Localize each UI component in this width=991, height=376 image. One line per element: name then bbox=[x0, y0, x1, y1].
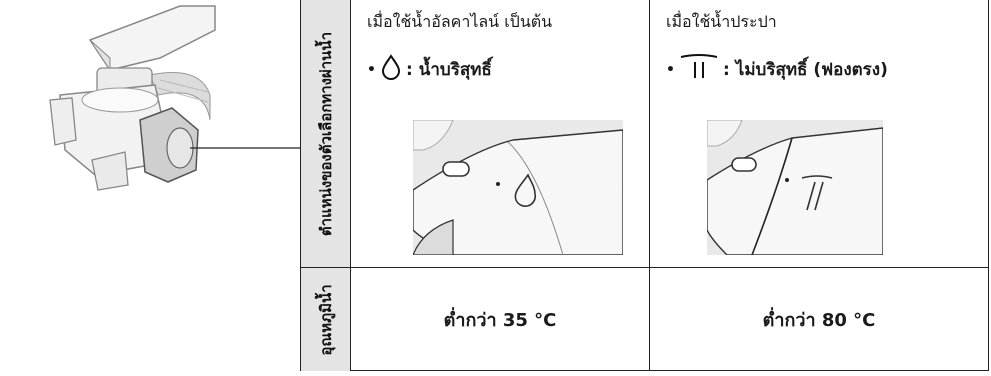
condition-label: เมื่อใช้น้ำอัลคาไลน์ เป็นต้น bbox=[367, 12, 553, 31]
row-header-position: ตำแหน่งของตัวเลือกทางผ่านน้ำ bbox=[301, 0, 351, 267]
shower-icon bbox=[679, 54, 719, 85]
mode-purified: • : น้ำบริสุทธิ์ bbox=[367, 54, 492, 85]
temperature-value: ต่ำกว่า 80 °C bbox=[762, 310, 876, 331]
temperature-cell-unpurified: ต่ำกว่า 80 °C bbox=[650, 268, 988, 371]
dot-marker: • bbox=[666, 61, 675, 78]
selector-position-table: ตำแหน่งของตัวเลือกทางผ่านน้ำ เมื่อใช้น้ำ… bbox=[300, 0, 989, 371]
row-header-temperature: อุณหภูมิน้ำ bbox=[301, 268, 351, 371]
water-drop-icon bbox=[380, 54, 402, 85]
mode-label: น้ำบริสุทธิ์ bbox=[418, 60, 492, 80]
column-unpurified: เมื่อใช้น้ำประปา • : ไม่บริสุทธิ์ (ฟองตร… bbox=[650, 0, 988, 267]
selector-photo-purified bbox=[413, 120, 623, 255]
faucet-illustration bbox=[49, 5, 300, 191]
faucet-diagram bbox=[0, 0, 300, 372]
column-purified: เมื่อใช้น้ำอัลคาไลน์ เป็นต้น • : น้ำบริส… bbox=[351, 0, 650, 267]
selector-photo-unpurified bbox=[707, 120, 883, 255]
selector-position-row: ตำแหน่งของตัวเลือกทางผ่านน้ำ เมื่อใช้น้ำ… bbox=[301, 0, 988, 268]
temperature-value: ต่ำกว่า 35 °C bbox=[443, 310, 557, 331]
mode-unpurified: • : ไม่บริสุทธิ์ (ฟองตรง) bbox=[666, 54, 888, 85]
dot-marker: • bbox=[367, 61, 376, 78]
temperature-cell-purified: ต่ำกว่า 35 °C bbox=[351, 268, 650, 371]
temperature-row: อุณหภูมิน้ำ ต่ำกว่า 35 °C ต่ำกว่า 80 °C bbox=[301, 268, 988, 371]
mode-label: ไม่บริสุทธิ์ (ฟองตรง) bbox=[735, 60, 888, 80]
condition-label: เมื่อใช้น้ำประปา bbox=[666, 12, 777, 31]
